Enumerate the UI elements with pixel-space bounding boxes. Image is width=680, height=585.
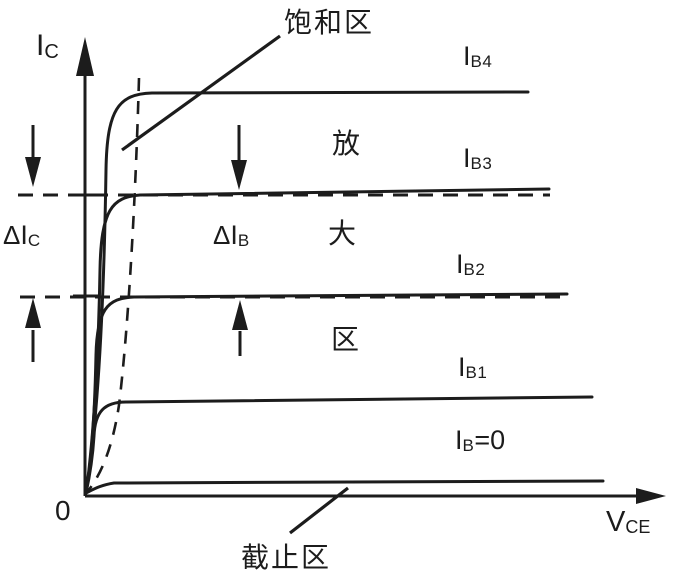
amplification-region-char-3: 区 bbox=[331, 324, 360, 355]
curve-label-ib3: IB3 bbox=[463, 143, 493, 174]
x-axis-arrowhead bbox=[636, 488, 666, 504]
x-axis-label: VCE bbox=[606, 508, 650, 537]
curve-ib2 bbox=[84, 292, 569, 495]
saturation-boundary-dashed-line bbox=[86, 77, 141, 492]
y-axis-label-sub: C bbox=[44, 41, 59, 63]
saturation-region-label: 饱和区 bbox=[284, 7, 375, 38]
origin-label: 0 bbox=[55, 495, 71, 526]
curve-ib0 bbox=[84, 479, 605, 495]
curve-label-ib2: IB2 bbox=[456, 249, 486, 280]
delta-guides bbox=[18, 193, 560, 299]
axes bbox=[83, 74, 636, 498]
y-axis-label-base: I bbox=[36, 29, 45, 62]
saturation-leader-line bbox=[121, 34, 281, 152]
y-axis-label: IC bbox=[36, 29, 59, 63]
amplification-region-char-2: 大 bbox=[328, 218, 357, 249]
delta-symbol: Δ bbox=[3, 220, 21, 250]
leader-lines bbox=[121, 34, 349, 535]
y-axis-arrowhead bbox=[76, 37, 94, 76]
delta-ic-down-arrow-head bbox=[25, 157, 41, 187]
curve-label-ib0: IB=0 bbox=[455, 425, 506, 456]
cutoff-region-label: 截止区 bbox=[241, 542, 332, 573]
delta-ib-down-arrow-head bbox=[231, 160, 247, 190]
x-axis-label-sub: CE bbox=[625, 516, 651, 537]
amplification-region-char-1: 放 bbox=[332, 128, 361, 159]
curve-label-ib4: IB4 bbox=[463, 41, 493, 72]
characteristic-curves bbox=[84, 90, 605, 495]
x-axis-label-base: V bbox=[606, 506, 626, 538]
delta-ic-label: ΔIC bbox=[3, 220, 41, 251]
delta-symbol: Δ bbox=[213, 220, 231, 250]
curve-ib1 bbox=[84, 395, 594, 495]
delta-ic-up-arrow-head bbox=[25, 298, 41, 328]
cutoff-leader-line bbox=[289, 486, 349, 535]
delta-ib-label: ΔIB bbox=[213, 220, 250, 251]
delta-arrows bbox=[25, 125, 248, 362]
delta-ib-up-arrow-head bbox=[232, 300, 248, 330]
curve-label-ib1: IB1 bbox=[458, 352, 488, 383]
